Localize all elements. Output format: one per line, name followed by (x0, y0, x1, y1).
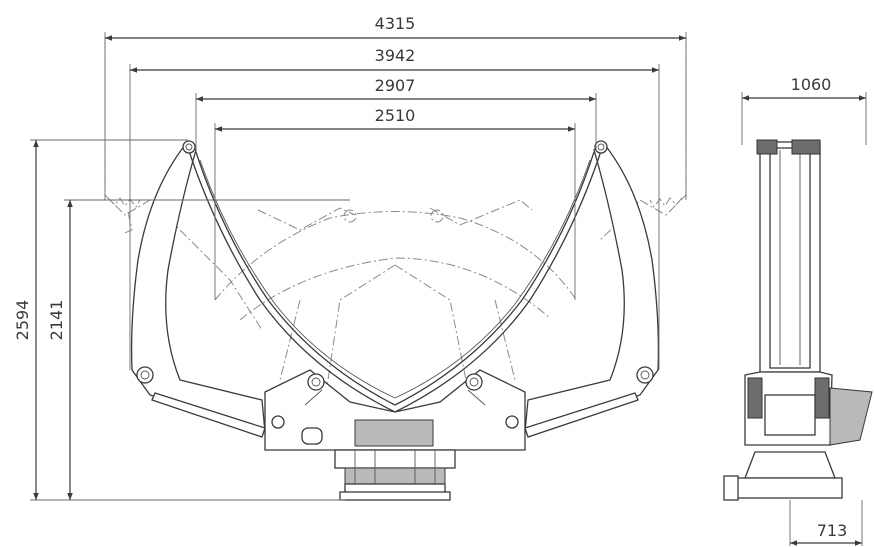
grab-front-view (130, 140, 660, 501)
grab-side-view (723, 139, 873, 501)
dimension-lines (33, 35, 866, 546)
extension-lines (30, 32, 867, 546)
open-position-ghost (104, 40, 687, 401)
label-2510: 2510 (375, 106, 416, 125)
label-1060: 1060 (791, 75, 832, 94)
label-713: 713 (817, 521, 848, 540)
dimension-labels: 4315 3942 2907 2510 2594 2141 1060 713 (13, 14, 847, 540)
label-2907: 2907 (375, 76, 416, 95)
label-2594: 2594 (13, 300, 32, 341)
label-3942: 3942 (375, 46, 416, 65)
label-4315: 4315 (375, 14, 416, 33)
label-2141: 2141 (47, 300, 66, 341)
